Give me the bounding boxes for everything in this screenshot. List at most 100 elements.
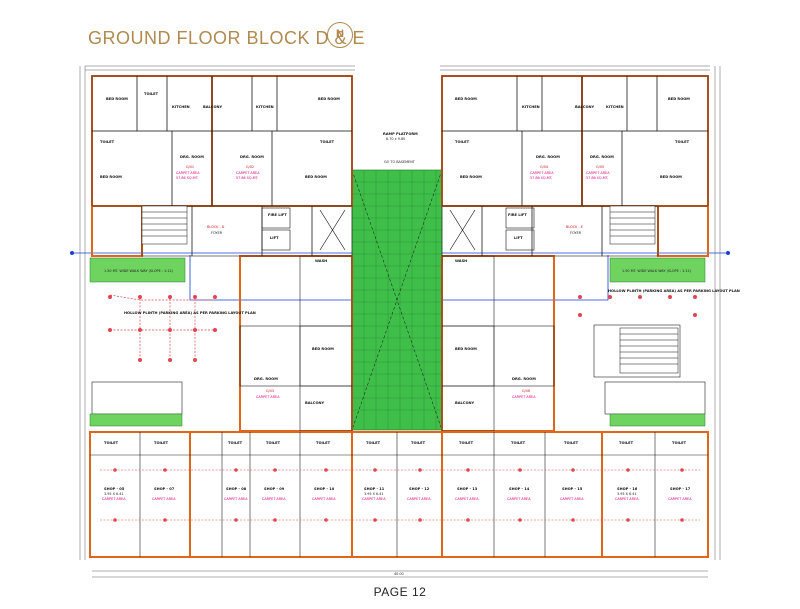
- shop-labels: SHOP - 05 SHOP - 07 SHOP - 08 SHOP - 09 …: [104, 487, 691, 491]
- compass-letter: N: [336, 28, 344, 40]
- svg-text:TOILET: TOILET: [316, 441, 331, 445]
- svg-text:G/01: G/01: [186, 165, 194, 169]
- svg-text:TOILET: TOILET: [104, 441, 119, 445]
- svg-text:3.95 X 6.41: 3.95 X 6.41: [364, 492, 384, 496]
- overall-width: 40.00: [394, 572, 404, 576]
- ramp-label: RAMP PLATFORM: [383, 132, 418, 136]
- flat-labels: G/01 CARPET AREA 57.86 SQ.MT. G/02 CARPE…: [176, 165, 610, 399]
- svg-text:KITCHEN: KITCHEN: [256, 105, 274, 109]
- svg-text:TOILET: TOILET: [144, 92, 159, 96]
- parking-dots-right: [578, 295, 697, 317]
- svg-text:BED ROOM: BED ROOM: [460, 175, 482, 179]
- svg-text:BED ROOM: BED ROOM: [455, 97, 477, 101]
- svg-text:BALCONY: BALCONY: [305, 401, 325, 405]
- svg-text:57.86 SQ.MT.: 57.86 SQ.MT.: [530, 176, 553, 180]
- svg-text:TOILET: TOILET: [511, 441, 526, 445]
- svg-text:KITCHEN: KITCHEN: [606, 105, 624, 109]
- svg-text:57.86 SQ.MT.: 57.86 SQ.MT.: [586, 176, 609, 180]
- walkway-shops-right: [609, 413, 706, 427]
- svg-text:TOILET: TOILET: [619, 441, 634, 445]
- dimension-lines: [79, 65, 721, 578]
- walkway-right-label: 1.50 MT. WIDE WALK WAY (SLOPE : 1:12): [622, 269, 692, 273]
- svg-text:G/05: G/05: [596, 165, 604, 169]
- svg-text:TOILET: TOILET: [411, 441, 426, 445]
- shop-dividers: [90, 432, 708, 557]
- svg-text:CARPET AREA: CARPET AREA: [560, 497, 584, 501]
- basement-label: GO TO BASEMENT: [384, 160, 416, 164]
- lift-left: LIFT: [270, 236, 279, 240]
- svg-text:BALCONY: BALCONY: [575, 105, 595, 109]
- shop-toilets: TOILET TOILET TOILET TOILET TOILET TOILE…: [104, 441, 687, 445]
- fire-lift-right: FIRE LIFT: [508, 213, 527, 217]
- svg-text:TOILET: TOILET: [366, 441, 381, 445]
- stair-right: [609, 205, 656, 245]
- svg-text:CARPET AREA: CARPET AREA: [236, 171, 260, 175]
- svg-text:TOILET: TOILET: [320, 140, 335, 144]
- stair-right-lower: [619, 327, 679, 374]
- walkway-left: [89, 257, 186, 283]
- room-labels-right: BED ROOM KITCHEN BALCONY KITCHEN BED ROO…: [455, 97, 690, 405]
- ramp-size: 6.70 x 9.80: [386, 137, 405, 141]
- svg-text:SHOP - 11: SHOP - 11: [364, 487, 385, 491]
- walkway-left-label: 1.50 MT. WIDE WALK WAY (SLOPE : 1:12): [104, 269, 174, 273]
- north-compass-icon: N: [327, 22, 353, 48]
- svg-text:BED ROOM: BED ROOM: [455, 347, 477, 351]
- walkway-shops-left: [89, 413, 183, 427]
- block-left-label: BLOCK - D: [207, 225, 225, 229]
- svg-text:CARPET AREA: CARPET AREA: [507, 497, 531, 501]
- svg-text:DRG. ROOM: DRG. ROOM: [180, 155, 204, 159]
- fire-lift-left: FIRE LIFT: [268, 213, 287, 217]
- svg-text:DRG. ROOM: DRG. ROOM: [512, 377, 536, 381]
- room-labels-left: BED ROOM TOILET KITCHEN BALCONY KITCHEN …: [100, 92, 340, 405]
- svg-text:SHOP - 05: SHOP - 05: [104, 487, 125, 491]
- svg-text:CARPET AREA: CARPET AREA: [362, 497, 386, 501]
- svg-text:BED ROOM: BED ROOM: [318, 97, 340, 101]
- lift-boxes: [261, 207, 535, 251]
- lift-right: LIFT: [514, 236, 523, 240]
- svg-text:57.86 SQ.MT.: 57.86 SQ.MT.: [236, 176, 259, 180]
- shops-walls: [89, 431, 709, 558]
- svg-text:CARPET AREA: CARPET AREA: [176, 171, 200, 175]
- parking-grid-left: [109, 294, 215, 360]
- svg-text:BED ROOM: BED ROOM: [106, 97, 128, 101]
- svg-text:BED ROOM: BED ROOM: [312, 347, 334, 351]
- svg-text:G/06: G/06: [522, 389, 530, 393]
- svg-text:DRG. ROOM: DRG. ROOM: [240, 155, 264, 159]
- svg-text:KITCHEN: KITCHEN: [522, 105, 540, 109]
- svg-text:57.86 SQ.MT.: 57.86 SQ.MT.: [176, 176, 199, 180]
- svg-text:3.95 X 6.41: 3.95 X 6.41: [104, 492, 124, 496]
- svg-text:3.95 X 6.41: 3.95 X 6.41: [617, 492, 637, 496]
- svg-text:CARPET AREA: CARPET AREA: [668, 497, 692, 501]
- block-right-label: BLOCK - E: [566, 225, 583, 229]
- svg-text:SHOP - 16: SHOP - 16: [617, 487, 638, 491]
- ramp-area: [351, 169, 443, 431]
- svg-text:BED ROOM: BED ROOM: [668, 97, 690, 101]
- svg-text:SHOP - 15: SHOP - 15: [562, 487, 583, 491]
- svg-text:TOILET: TOILET: [100, 140, 115, 144]
- svg-text:BALCONY: BALCONY: [203, 105, 223, 109]
- axis-marker-left: [70, 251, 74, 255]
- svg-text:TOILET: TOILET: [672, 441, 687, 445]
- hollow-plinth-right: HOLLOW PLINTH (PARKING AREA) AS PER PARK…: [608, 289, 740, 293]
- right-block-rooms: [441, 75, 709, 432]
- shop-carpet-areas: CARPET AREA CARPET AREA CARPET AREA CARP…: [102, 497, 692, 501]
- svg-text:WASH: WASH: [455, 259, 467, 263]
- svg-text:CARPET AREA: CARPET AREA: [312, 497, 336, 501]
- svg-text:CARPET AREA: CARPET AREA: [407, 497, 431, 501]
- svg-text:BALCONY: BALCONY: [455, 401, 475, 405]
- page-number: PAGE 12: [373, 585, 427, 599]
- svg-text:CARPET AREA: CARPET AREA: [262, 497, 286, 501]
- svg-text:TOILET: TOILET: [564, 441, 579, 445]
- svg-text:BED ROOM: BED ROOM: [660, 175, 682, 179]
- svg-text:TOILET: TOILET: [266, 441, 281, 445]
- svg-text:SHOP - 12: SHOP - 12: [409, 487, 430, 491]
- svg-text:SHOP - 13: SHOP - 13: [457, 487, 478, 491]
- svg-text:SHOP - 17: SHOP - 17: [670, 487, 691, 491]
- page-title: GROUND FLOOR BLOCK D & E: [88, 28, 366, 48]
- svg-text:CARPET AREA: CARPET AREA: [586, 171, 610, 175]
- hollow-plinth-left: HOLLOW PLINTH (PARKING AREA) AS PER PARK…: [124, 311, 256, 315]
- svg-text:CARPET AREA: CARPET AREA: [102, 497, 126, 501]
- svg-text:KITCHEN: KITCHEN: [172, 105, 190, 109]
- svg-text:SHOP - 10: SHOP - 10: [314, 487, 335, 491]
- svg-text:TOILET: TOILET: [455, 140, 470, 144]
